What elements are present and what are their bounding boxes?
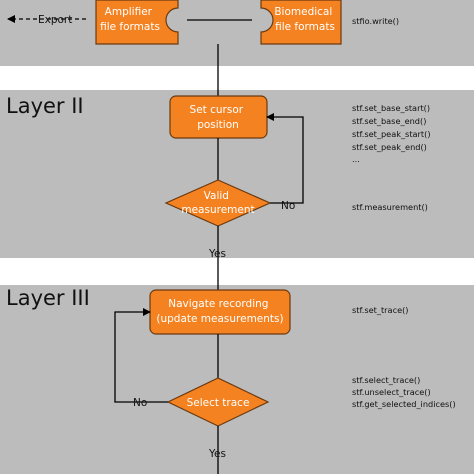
amplifier-box-text: Amplifier file formats <box>100 6 160 33</box>
select-call-3: stf.get_selected_indices() <box>352 399 456 409</box>
set-cursor-text: Set cursor position <box>190 104 247 131</box>
select-call-2: stf.unselect_trace() <box>352 387 431 397</box>
cursor-call-ellipsis: ... <box>352 154 360 164</box>
cursor-call-4: stf.set_peak_end() <box>352 142 427 152</box>
select-diamond-text: Select trace <box>187 397 250 409</box>
stfio-write-call: stfio.write() <box>352 16 399 26</box>
biomedical-formats-box[interactable] <box>260 0 342 45</box>
measurement-call: stf.measurement() <box>352 202 428 212</box>
cursor-call-1: stf.set_base_start() <box>352 103 430 113</box>
navigate-box-text: Navigate recording (update measurements) <box>156 298 283 325</box>
layer-3-title: Layer III <box>6 286 90 310</box>
biomedical-box-text: Biomedical file formats <box>274 6 335 33</box>
valid-diamond-line-1: Valid <box>204 190 229 202</box>
navigate-recording-box[interactable] <box>149 289 291 335</box>
export-label: Export <box>38 14 72 26</box>
layer-2-title: Layer II <box>6 94 84 118</box>
cursor-call-2: stf.set_base_end() <box>352 116 426 126</box>
amplifier-box-line-2: file formats <box>100 21 160 33</box>
valid-no-label: No <box>281 200 295 212</box>
set-cursor-box[interactable] <box>169 95 268 139</box>
cursor-call-3: stf.set_peak_start() <box>352 129 431 139</box>
set-cursor-line-1: Set cursor <box>190 104 244 116</box>
valid-diamond-line-2: measurement <box>181 204 254 216</box>
amplifier-box-line-1: Amplifier <box>105 6 153 18</box>
layer-1-band <box>0 0 474 66</box>
navigate-box-line-1: Navigate recording <box>168 298 268 310</box>
select-no-label: No <box>133 397 147 409</box>
valid-diamond-text: Valid measurement <box>181 190 254 216</box>
navigate-box-line-2: (update measurements) <box>156 313 283 325</box>
set-trace-call: stf.set_trace() <box>352 305 409 315</box>
select-no-loop <box>114 308 168 403</box>
select-yes-label: Yes <box>208 448 226 460</box>
select-call-1: stf.select_trace() <box>352 375 420 385</box>
set-cursor-line-2: position <box>197 119 239 131</box>
biomedical-box-line-2: file formats <box>275 21 335 33</box>
cursor-calls-list: stf.set_base_start() stf.set_base_end() … <box>352 103 433 164</box>
valid-yes-label: Yes <box>208 248 226 260</box>
amplifier-formats-box[interactable] <box>95 0 179 45</box>
valid-no-loop <box>266 113 304 204</box>
select-calls-list: stf.select_trace() stf.unselect_trace() … <box>352 375 456 409</box>
biomedical-box-line-1: Biomedical <box>274 6 332 18</box>
